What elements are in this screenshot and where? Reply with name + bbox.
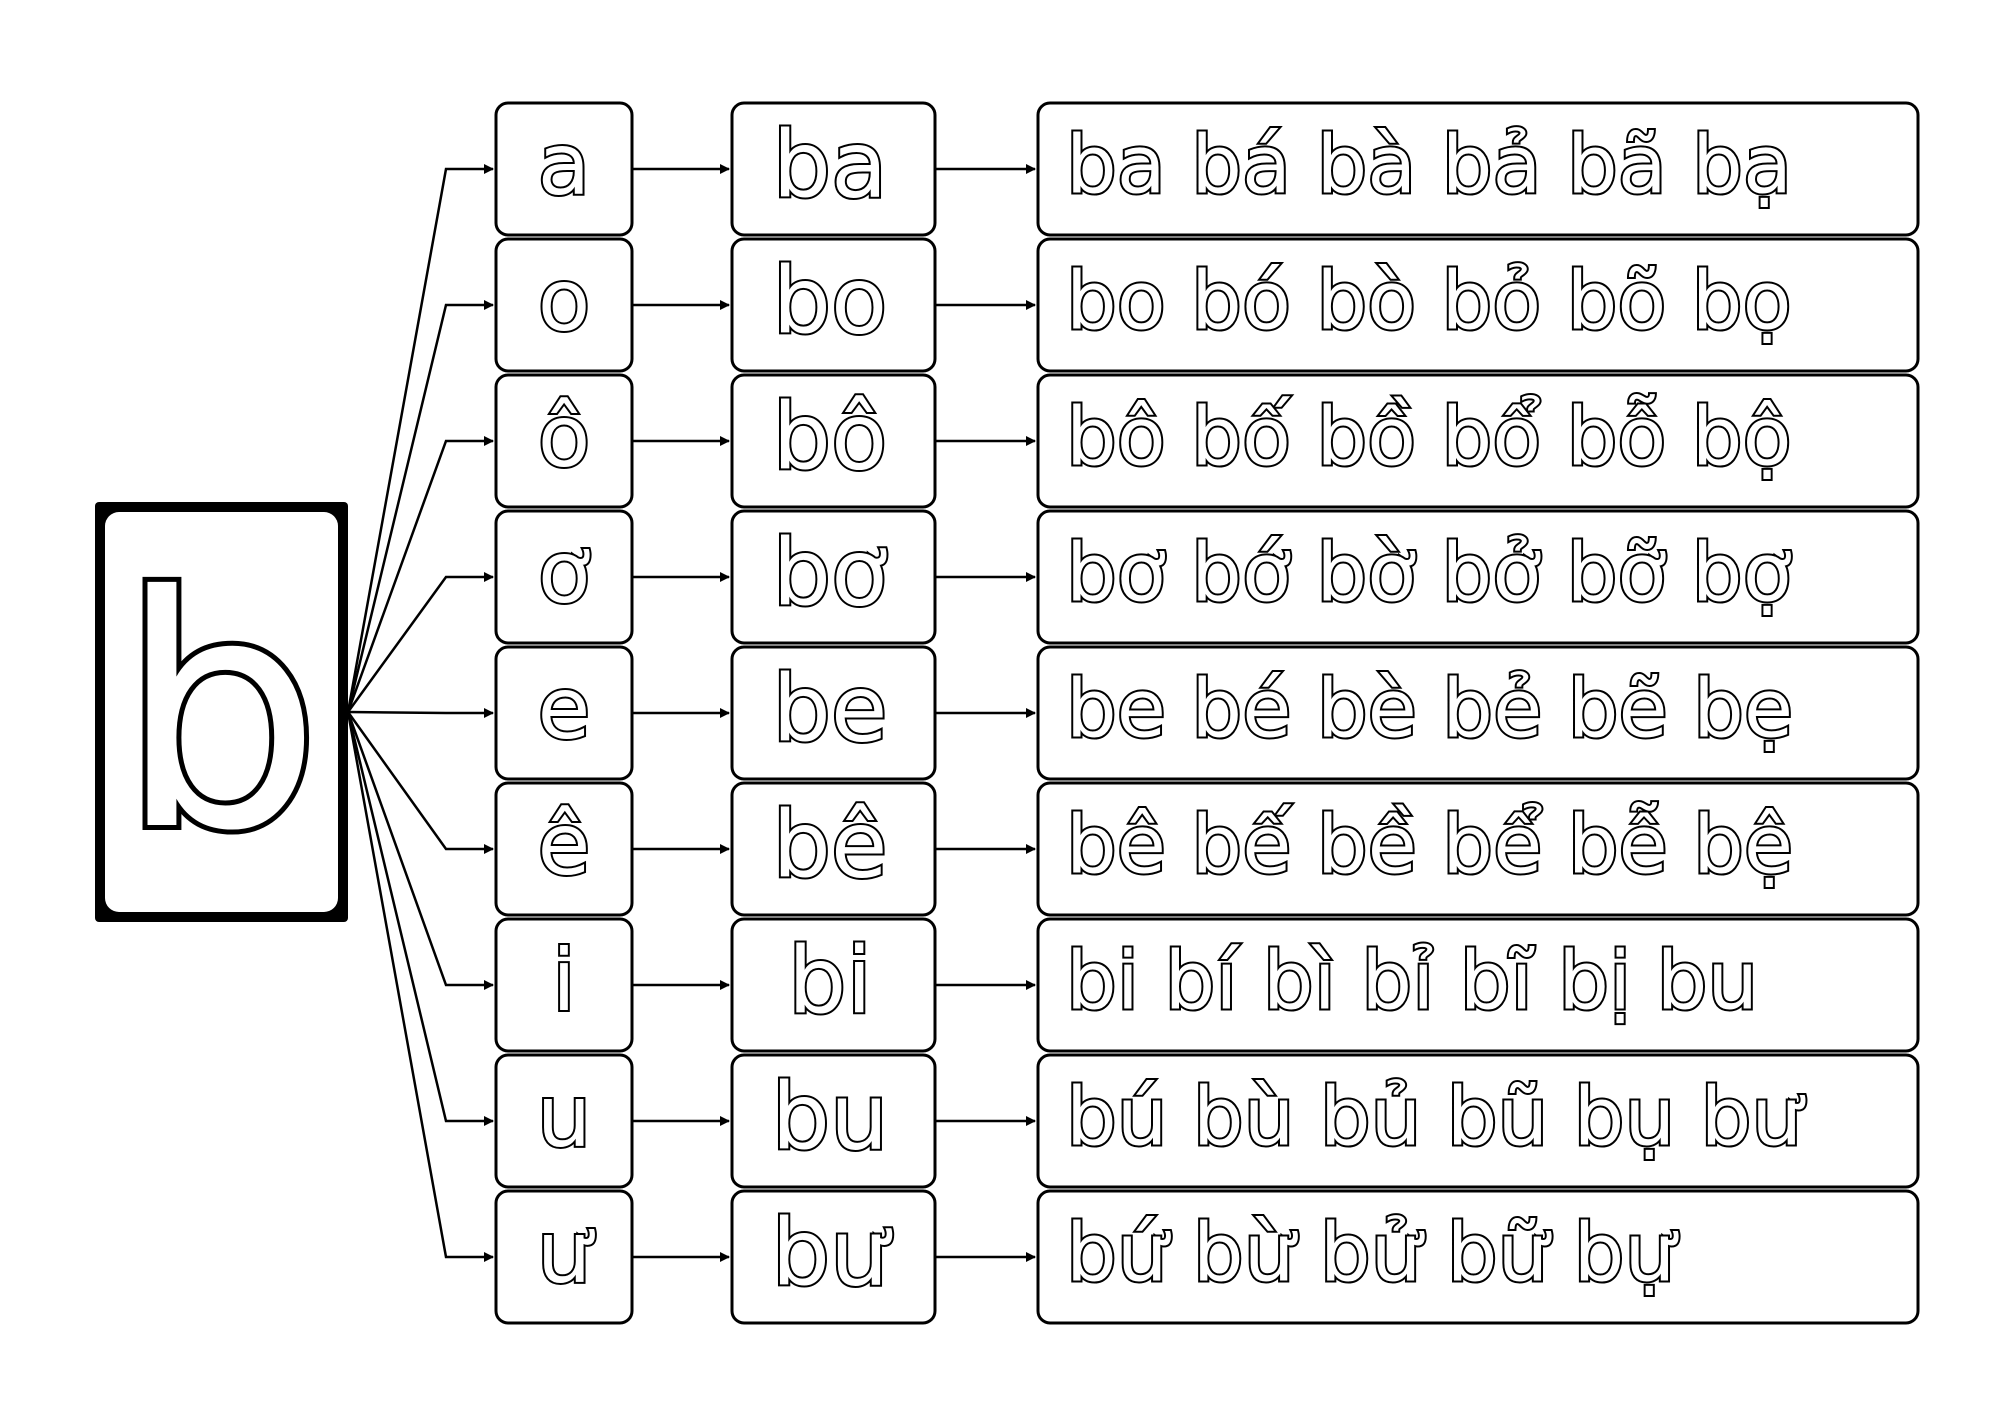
syllable-row: ư bư bứ bừ bử bữ bự [494,1189,1920,1325]
vowel-label: ô [538,387,591,487]
tone-variants-box [1036,645,1920,781]
vowel-box [494,781,634,917]
root-to-vowel-arrow [346,572,494,713]
syllable-box [730,101,937,237]
syllable-row: e be be bé bè bẻ bẽ bẹ [494,645,1920,781]
tone-variants-box [1036,781,1920,917]
tone-variants-box [1036,1189,1920,1325]
syllable-label: bo [773,248,888,355]
vowel-label: a [538,115,591,215]
tone-variants-label: bú bù bủ bũ bụ bư [1066,1071,1806,1164]
vowel-label: i [552,931,576,1031]
syllable-label: bu [772,1064,889,1171]
vowel-box [494,1053,634,1189]
vowel-box [494,237,634,373]
root-letter-box: b [95,502,348,922]
syllable-box [730,237,937,373]
root-to-vowel-arrow [347,708,494,718]
syllable-label: bê [773,792,888,899]
root-to-vowel-arrow [346,300,494,713]
connectors [346,164,1036,1262]
tone-variants-box [1036,1053,1920,1189]
syllable-row: ô bô bô bố bồ bổ bỗ bộ [494,373,1920,509]
tone-variants-box [1036,101,1920,237]
syllable-box [730,1189,937,1325]
vowel-label: e [538,659,591,759]
syllable-box [730,645,937,781]
tone-variants-label: bo bó bò bỏ bõ bọ [1066,255,1792,348]
vowel-box [494,645,634,781]
vowel-label: u [537,1067,592,1167]
syllable-row: ơ bơ bơ bớ bờ bở bỡ bợ [494,509,1920,645]
root-to-vowel-arrow [346,711,494,1126]
syllable-box [730,917,937,1053]
tone-variants-label: bi bí bì bỉ bĩ bị bu [1066,935,1758,1028]
vowel-box [494,373,634,509]
root-to-vowel-arrow [346,711,494,854]
syllable-label: bô [773,384,888,491]
syllable-label: bơ [773,520,888,627]
syllable-label: be [773,656,888,763]
syllable-box [730,781,937,917]
syllable-label: bi [788,928,872,1035]
root-to-vowel-arrow [346,436,494,713]
vowel-box [494,917,634,1053]
syllable-box [730,373,937,509]
tone-variants-box [1036,237,1920,373]
tone-variants-label: bê bế bề bể bễ bệ [1066,799,1793,892]
syllable-row: ê bê bê bế bề bể bễ bệ [494,781,1920,917]
syllable-row: i bi bi bí bì bỉ bĩ bị bu [494,917,1920,1053]
syllable-row: a ba ba bá bà bả bã bạ [494,101,1920,237]
syllable-row: o bo bo bó bò bỏ bõ bọ [494,237,1920,373]
tone-variants-box [1036,509,1920,645]
root-letter: b [118,529,321,901]
vowel-box [494,509,634,645]
syllable-label: ba [773,112,888,219]
syllable-box [730,509,937,645]
syllable-label: bư [772,1200,893,1307]
vowel-box [494,1189,634,1325]
tone-variants-label: bơ bớ bờ bở bỡ bợ [1066,527,1792,620]
vowel-box [494,101,634,237]
root-to-vowel-arrow [346,164,494,713]
vowel-label: ơ [538,523,591,623]
tone-variants-box [1036,917,1920,1053]
tone-variants-label: bô bố bồ bổ bỗ bộ [1066,391,1792,484]
vowel-label: o [538,251,591,351]
tone-variants-label: bứ bừ bử bữ bự [1066,1207,1679,1300]
vowel-label: ư [537,1203,596,1303]
syllable-row: u bu bú bù bủ bũ bụ bư [494,1053,1920,1189]
tone-variants-box [1036,373,1920,509]
tone-variants-label: ba bá bà bả bã bạ [1066,119,1792,212]
tone-variants-label: be bé bè bẻ bẽ bẹ [1066,663,1793,756]
root-to-vowel-arrow [346,711,494,1262]
syllable-rows: a ba ba bá bà bả bã bạ o bo bo bó bò bỏ bõ bọ… [494,101,1920,1325]
root-to-vowel-arrow [346,711,494,990]
syllable-box [730,1053,937,1189]
vowel-label: ê [538,795,591,895]
